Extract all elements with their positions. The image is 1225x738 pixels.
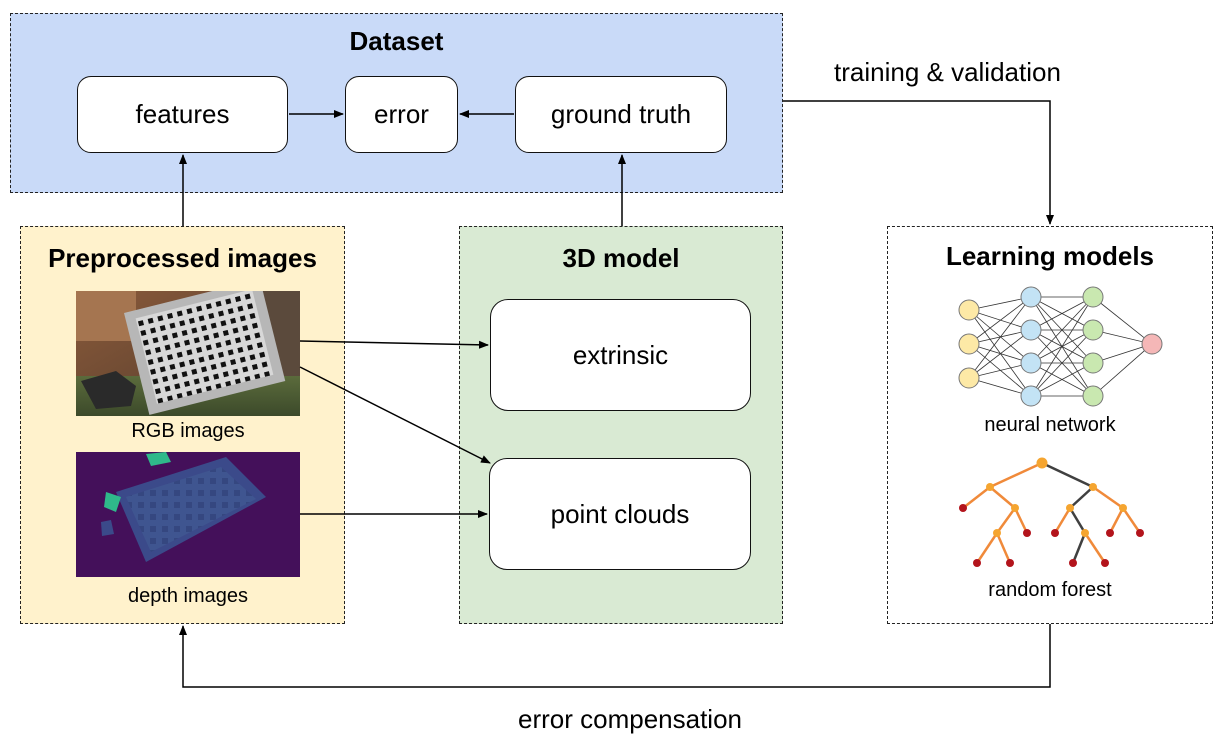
nn-caption: neural network <box>984 414 1116 436</box>
extrinsic-node: extrinsic <box>490 299 751 411</box>
point-clouds-node: point clouds <box>489 458 751 570</box>
arrow-rgb-to-extrinsic <box>299 340 489 349</box>
preprocessed-title: Preprocessed images <box>48 243 317 273</box>
rgb-image <box>76 291 300 416</box>
arrow-training-validation <box>783 100 1054 225</box>
learning-panel: Learning models <box>887 226 1213 624</box>
rgb-caption: RGB images <box>131 420 245 442</box>
arrow-rgb-to-pointclouds <box>299 366 491 464</box>
depth-image <box>76 452 300 577</box>
random-forest-icon <box>955 455 1150 570</box>
dataset-title: Dataset <box>349 26 444 56</box>
ground-truth-node: ground truth <box>515 76 727 153</box>
training-validation-label: training & validation <box>834 57 1061 87</box>
depth-caption: depth images <box>127 585 249 607</box>
neural-network-icon <box>955 283 1170 411</box>
learning-title: Learning models <box>945 241 1155 271</box>
model3d-title: 3D model <box>562 243 680 273</box>
arrow-error-compensation <box>179 624 1051 688</box>
error-compensation-label: error compensation <box>518 704 742 734</box>
features-node: features <box>77 76 288 153</box>
depth-image-graphic <box>76 452 300 577</box>
rf-caption: random forest <box>988 579 1112 601</box>
rgb-image-graphic <box>76 291 300 416</box>
nn-edges-1 <box>968 296 1032 397</box>
error-node: error <box>345 76 458 153</box>
